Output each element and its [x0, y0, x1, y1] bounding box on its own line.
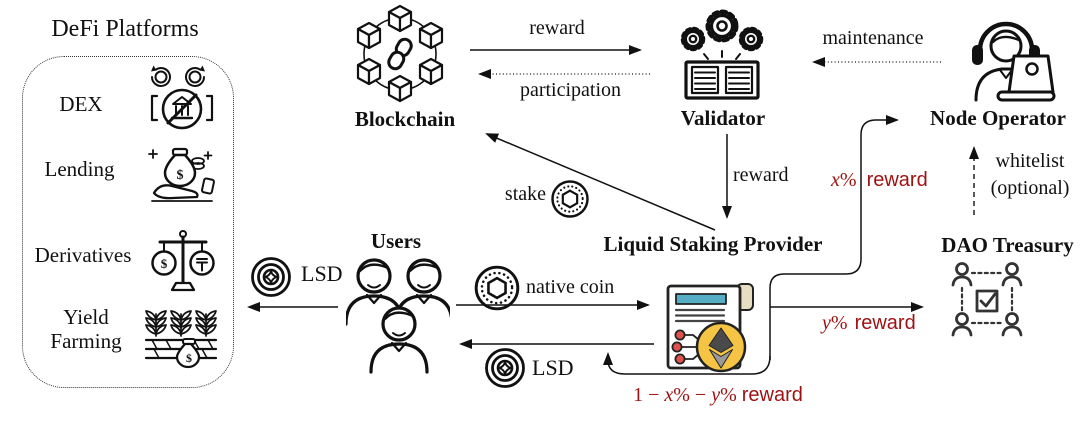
node-operator-icon — [956, 8, 1056, 104]
percent-sign: % — [839, 169, 857, 191]
lsd-to-users-label: LSD — [532, 355, 574, 380]
users-label: Users — [370, 229, 422, 253]
blockchain-icon — [345, 4, 455, 104]
percent-sign: % — [720, 384, 737, 406]
derivatives-icon: $ — [148, 228, 218, 296]
participation-label: participation — [519, 79, 622, 101]
users-icon — [346, 248, 450, 393]
validator-label: Validator — [680, 106, 766, 130]
svg-text:$: $ — [161, 256, 168, 271]
y-variable: y — [711, 384, 721, 406]
stake-label: stake — [504, 183, 546, 205]
validator-reward-label: reward — [733, 164, 789, 186]
y-reward-word: reward — [854, 312, 916, 334]
native-coin-label: native coin — [526, 276, 615, 298]
remainder-p1: 1 − — [633, 384, 665, 406]
defi-item-dex-label: DEX — [59, 92, 103, 116]
svg-text:$: $ — [186, 351, 192, 365]
liquid-staking-provider-label: Liquid Staking Provider — [603, 232, 823, 256]
pipe-x-reward-lsp-to-nodeoperator — [769, 115, 899, 360]
reward-top-label: reward — [529, 17, 585, 39]
remainder-word: reward — [741, 384, 803, 406]
remainder-reward-label: 1 − x% − y% reward — [608, 384, 828, 407]
defi-item-lending-label: Lending — [44, 157, 115, 181]
x-reward-label: x% reward — [831, 169, 928, 192]
dao-treasury-icon — [944, 262, 1030, 344]
arrow-stake-lsp-to-blockchain — [485, 133, 716, 231]
percent-sign: % — [830, 312, 848, 334]
native-coin-icon — [472, 263, 522, 313]
defi-panel-title: DeFi Platforms — [51, 16, 199, 42]
yield-farming-icon: $ — [142, 306, 220, 370]
remainder-p2: % − — [673, 384, 712, 406]
dex-icon — [146, 62, 218, 136]
defi-panel-box — [22, 56, 234, 388]
lsp-contract-icon — [658, 278, 760, 375]
lsd-coin-icon — [249, 255, 293, 299]
pipe-remainder-reward-loop — [603, 352, 771, 375]
x-reward-word: reward — [866, 169, 928, 191]
lending-icon: $ — [146, 140, 218, 204]
validator-icon — [676, 6, 768, 104]
native-coin-icon — [549, 178, 591, 220]
defi-item-derivatives-label: Derivatives — [34, 243, 132, 267]
lsd-coin-icon — [483, 346, 527, 390]
y-reward-label: y% reward — [822, 312, 916, 335]
defi-item-yieldfarming-label: Yield Farming — [50, 305, 122, 354]
dao-treasury-label: DAO Treasury — [941, 233, 1074, 257]
whitelist-label-line2: (optional) — [990, 177, 1070, 199]
blockchain-label: Blockchain — [354, 107, 456, 131]
whitelist-label-line1: whitelist — [995, 150, 1065, 172]
y-variable: y — [822, 312, 831, 334]
lsd-to-defi-label: LSD — [301, 261, 343, 286]
x-variable: x — [831, 169, 840, 191]
svg-text:$: $ — [177, 168, 184, 183]
x-variable: x — [664, 384, 674, 406]
node-operator-label: Node Operator — [930, 106, 1066, 130]
maintenance-label: maintenance — [822, 27, 924, 49]
